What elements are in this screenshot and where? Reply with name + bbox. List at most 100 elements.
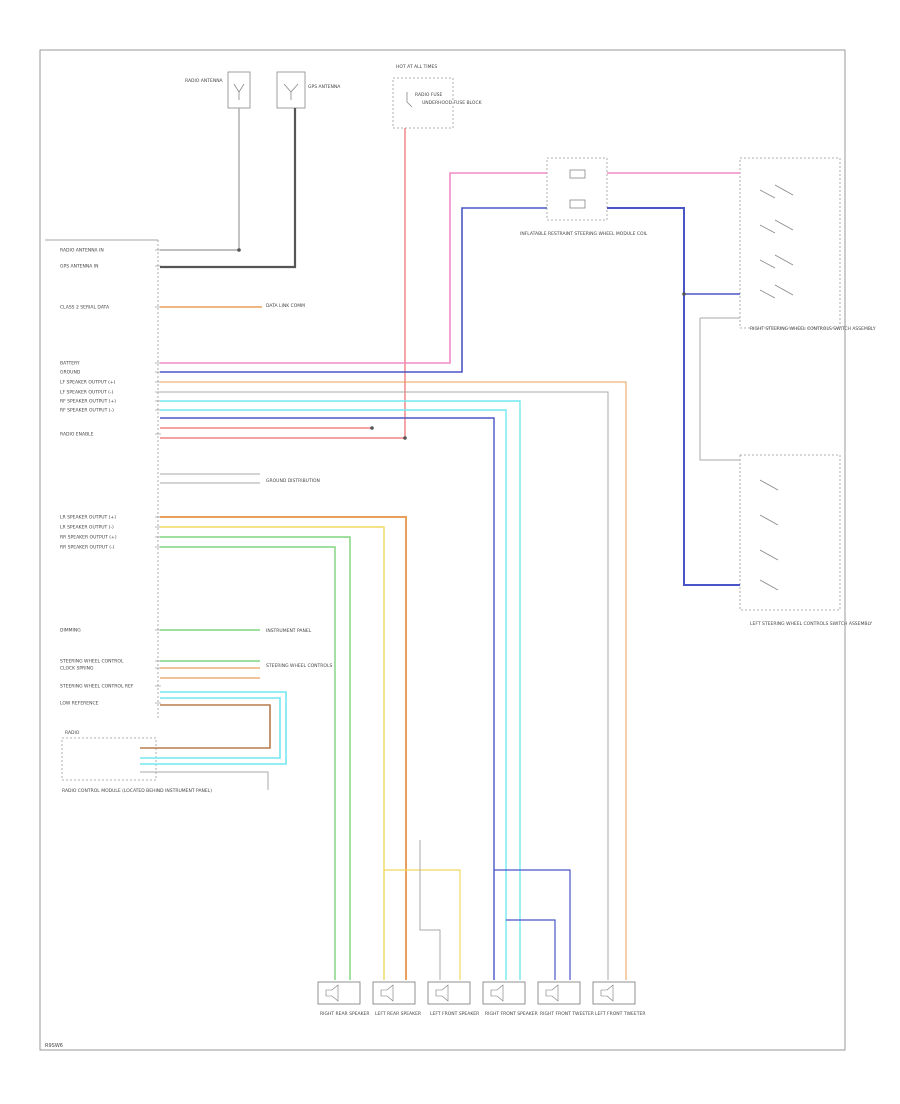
speaker-label: LEFT FRONT SPEAKER [430, 1011, 479, 1017]
wire-orange [160, 381, 627, 980]
speaker-label: RIGHT FRONT TWEETER [540, 1011, 594, 1017]
radio-pin-label: RF SPEAKER OUTPUT (-) [60, 408, 114, 414]
radio-antenna: RADIO ANTENNA [185, 71, 251, 109]
radio-pin-label: STEERING WHEEL CONTROL [60, 659, 124, 665]
gps-antenna: GPS ANTENNA [276, 71, 341, 109]
splice-point [370, 426, 374, 430]
wire-brown [140, 704, 271, 749]
steering-controls-label: STEERING WHEEL CONTROLS [266, 663, 332, 669]
radio-pin-label: STEERING WHEEL CONTROL REF [60, 684, 134, 690]
dimming-label: INSTRUMENT PANEL [266, 628, 312, 634]
wire-orange [160, 667, 260, 679]
diagram-frame [39, 49, 846, 1051]
radio-module-label: RADIO CONTROL MODULE (LOCATED BEHIND INS… [62, 788, 212, 794]
speaker-body [427, 981, 471, 1005]
serial-data-label: DATA LINK COMM [266, 303, 305, 309]
speaker-label: RIGHT FRONT SPEAKER [485, 1011, 538, 1017]
radio-pin-label: RR SPEAKER OUTPUT (-) [60, 545, 115, 551]
radio-connector [45, 239, 159, 720]
clock-spring-block: INFLATABLE RESTRAINT STEERING WHEEL MODU… [520, 157, 648, 237]
wire-gray [699, 317, 740, 461]
wire-yellow [384, 869, 461, 980]
speaker-label: LEFT REAR SPEAKER [375, 1011, 421, 1017]
wire-blue [506, 919, 556, 980]
radio-antenna-label: RADIO ANTENNA [185, 78, 224, 84]
speaker-label: RIGHT REAR SPEAKER [320, 1011, 370, 1017]
radio-pin-label: LR SPEAKER OUTPUT (+) [60, 515, 116, 521]
radio-pin-label: LF SPEAKER OUTPUT (-) [60, 390, 114, 396]
radio-pin-label: RADIO ANTENNA IN [60, 248, 104, 254]
radio-pin-label: LF SPEAKER OUTPUT (+) [60, 380, 116, 386]
radio-pin-label: CLOCK SPRING [60, 666, 94, 672]
wire-cyan [160, 409, 507, 980]
radio-pin-label: LR SPEAKER OUTPUT (-) [60, 525, 114, 531]
speaker-icon [490, 984, 504, 1002]
lh-switch-label: LEFT STEERING WHEEL CONTROLS SWITCH ASSE… [750, 621, 872, 627]
radio-pin-label: BATTERY [60, 361, 80, 367]
wire-green [160, 536, 351, 980]
speaker-icon [325, 984, 339, 1002]
footer-code: R9SW6 [45, 1043, 63, 1049]
speaker: LEFT FRONT SPEAKER [427, 981, 479, 1017]
wire-blue [494, 869, 571, 980]
fuse-name-label: RADIO FUSE [415, 92, 443, 98]
wire-gray [419, 840, 441, 980]
splice-point [403, 436, 407, 440]
lh-switch-block: LEFT STEERING WHEEL CONTROLS SWITCH ASSE… [739, 454, 872, 627]
speaker-body [372, 981, 416, 1005]
speakers: RIGHT REAR SPEAKER LEFT REAR SPEAKER LEFT … [317, 981, 645, 1017]
wire-cyan [140, 697, 281, 759]
radio-pin-label: RR SPEAKER OUTPUT (+) [60, 535, 117, 541]
radio-pin-label: LOW REFERENCE [60, 701, 99, 707]
wire-blue [160, 417, 495, 980]
wire-blue [160, 207, 547, 373]
radio-pin-labels: RADIO ANTENNA IN GPS ANTENNA IN CLASS 2 SE… [60, 248, 161, 707]
wire-gray [160, 473, 260, 484]
speaker: LEFT FRONT TWEETER [592, 981, 645, 1017]
radio-label: RADIO [65, 730, 80, 736]
radio-pin-label: RF SPEAKER OUTPUT (+) [60, 399, 116, 405]
speaker-body [592, 981, 636, 1005]
wire-pink [160, 172, 547, 364]
speaker-icon [600, 984, 614, 1002]
speaker-icon [435, 984, 449, 1002]
wire-gray [160, 108, 240, 251]
rh-switch-block: RIGHT STEERING WHEEL CONTROLS SWITCH ASS… [739, 157, 876, 332]
gps-antenna-label: GPS ANTENNA [308, 84, 341, 90]
speaker: RIGHT FRONT TWEETER [537, 981, 594, 1017]
radio-pin-label: RADIO ENABLE [60, 432, 94, 438]
wires [140, 108, 740, 980]
speaker-label: LEFT FRONT TWEETER [595, 1011, 645, 1017]
speaker-body [317, 981, 361, 1005]
speaker: RIGHT FRONT SPEAKER [482, 981, 538, 1017]
wire-yellow [160, 526, 385, 980]
radio-fuse-block: HOT AT ALL TIMES RADIO FUSE UNDERHOOD FU… [392, 64, 483, 129]
rh-switch-label: RIGHT STEERING WHEEL CONTROLS SWITCH ASS… [750, 326, 876, 332]
wire-orange [160, 516, 407, 980]
wire-gray [160, 391, 609, 980]
wire-cyan [140, 691, 287, 765]
radio-pin-label: DIMMING [60, 628, 81, 634]
wire-cyan [160, 400, 521, 980]
speaker-icon [380, 984, 394, 1002]
splice-point [237, 248, 241, 252]
radio-pin-label: CLASS 2 SERIAL DATA [60, 305, 110, 311]
grounds-label: GROUND DISTRIBUTION [266, 478, 320, 484]
wire-green [160, 546, 336, 980]
speaker: RIGHT REAR SPEAKER [317, 981, 370, 1017]
wire-blue [607, 207, 740, 586]
radio-pin-label: GPS ANTENNA IN [60, 264, 98, 270]
radio-module-block: RADIO RADIO CONTROL MODULE (LOCATED BEHI… [61, 730, 212, 794]
speaker: LEFT REAR SPEAKER [372, 981, 421, 1017]
speaker-body [537, 981, 581, 1005]
radio-pin-label: GROUND [60, 370, 81, 376]
clock-spring-label: INFLATABLE RESTRAINT STEERING WHEEL MODU… [520, 231, 648, 237]
wire-dark [160, 108, 297, 269]
splice-point [682, 292, 686, 296]
fuse-block-label: UNDERHOOD FUSE BLOCK [422, 100, 483, 106]
speaker-icon [545, 984, 559, 1002]
wire-gray [140, 771, 269, 790]
speaker-body [482, 981, 526, 1005]
